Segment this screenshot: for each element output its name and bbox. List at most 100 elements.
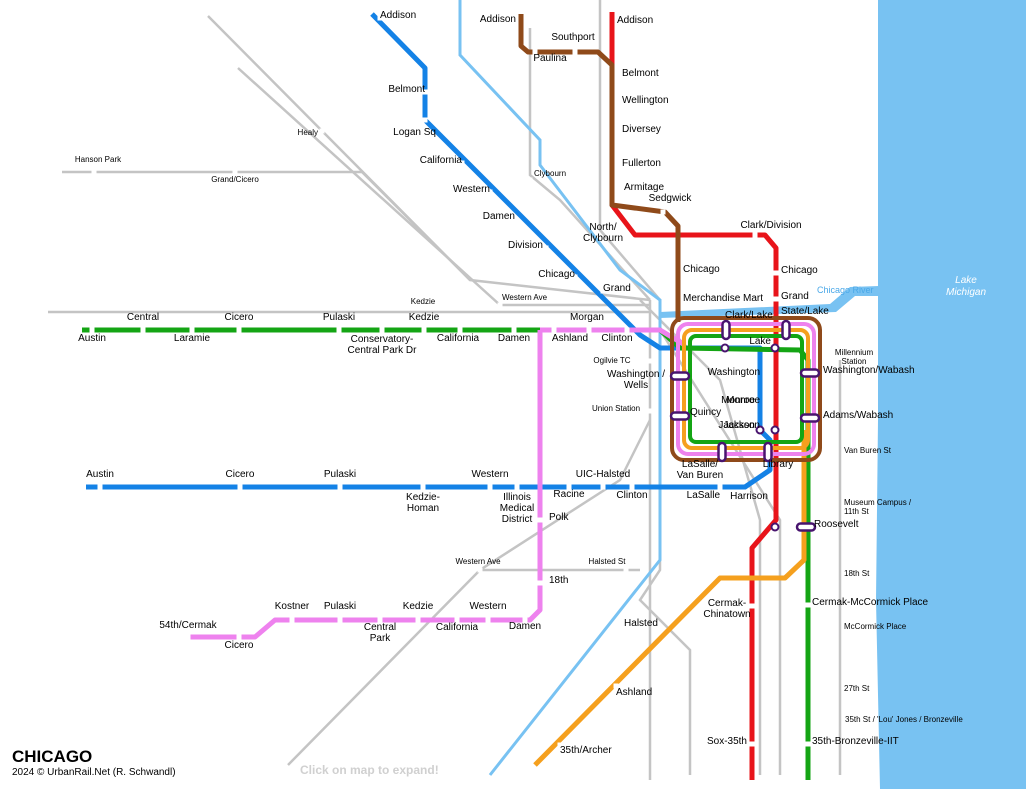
station-label-loop-lasalle-van-buren[interactable]: LaSalle/Van Buren	[677, 459, 724, 481]
station-label-metra-ogilvie[interactable]: Ogilvie TC	[593, 356, 630, 365]
station-label-brown-paulina[interactable]: Paulina	[533, 53, 567, 64]
station-label-pink-kostner[interactable]: Kostner	[275, 601, 310, 612]
station-label-pink-damen[interactable]: Damen	[509, 621, 541, 632]
station-label-metra-union-station[interactable]: Union Station	[592, 404, 640, 413]
station-label-loop-quincy[interactable]: Quincy	[690, 407, 721, 418]
station-label-blue-chicago[interactable]: Chicago	[538, 269, 575, 280]
station-label-metra-halsted-st[interactable]: Halsted St	[589, 557, 627, 566]
transfer-connector[interactable]	[799, 413, 821, 423]
orange-line[interactable]	[533, 430, 807, 767]
station-label-brown-chicago[interactable]: Chicago	[683, 264, 720, 275]
station-label-red-monroe[interactable]: Monroe	[721, 395, 755, 406]
station-label-pink-54th-cermak[interactable]: 54th/Cermak	[159, 620, 217, 631]
station-label-green-kedzie[interactable]: Kedzie	[409, 312, 440, 323]
transfer-connector[interactable]	[669, 411, 691, 421]
transfer-connector[interactable]	[717, 441, 727, 463]
station-label-red-belmont[interactable]: Belmont	[622, 68, 659, 79]
station-label-green-morgan[interactable]: Morgan	[570, 312, 604, 323]
station-label-brown-southport[interactable]: Southport	[551, 32, 595, 43]
station-label-metra-clybourn[interactable]: Clybourn	[534, 169, 566, 178]
station-label-red-diversey[interactable]: Diversey	[622, 124, 661, 135]
station-label-blue-addison[interactable]: Addison	[380, 10, 416, 21]
red-line[interactable]	[609, 12, 779, 780]
loop-green[interactable]	[688, 334, 804, 444]
loop-pink[interactable]	[676, 322, 816, 456]
station-label-green-cicero[interactable]: Cicero	[225, 312, 254, 323]
transfer-connector[interactable]	[781, 319, 791, 341]
station-label-blue-division[interactable]: Division	[508, 240, 543, 251]
station-label-brown-armitage[interactable]: Armitage	[624, 182, 664, 193]
station-label-green-laramie[interactable]: Laramie	[174, 333, 211, 344]
station-label-blue-lasalle[interactable]: LaSalle	[687, 490, 721, 501]
pink-line[interactable]	[186, 330, 543, 640]
loop-orange[interactable]	[682, 328, 810, 450]
station-label-loop-state-lake[interactable]: State/Lake	[781, 306, 829, 317]
station-label-metra-grand-cicero[interactable]: Grand/Cicero	[211, 175, 259, 184]
station-label-red-fullerton[interactable]: Fullerton	[622, 158, 661, 169]
station-label-blue-california[interactable]: California	[420, 155, 463, 166]
station-label-red-addison[interactable]: Addison	[617, 15, 653, 26]
station-label-blue-pulaski[interactable]: Pulaski	[324, 469, 356, 480]
station-label-metra-hanson-park[interactable]: Hanson Park	[75, 155, 122, 164]
station-label-orange-ashland[interactable]: Ashland	[616, 687, 652, 698]
transfer-connector[interactable]	[763, 441, 773, 463]
station-label-blue-clark-lake[interactable]: Clark/Lake	[725, 310, 773, 321]
station-label-blue-grand[interactable]: Grand	[603, 283, 631, 294]
station-label-green-35th-bronzeville[interactable]: 35th-Bronzeville-IIT	[812, 736, 899, 747]
station-label-blue-austin[interactable]: Austin	[86, 469, 114, 480]
transfer-connector[interactable]	[669, 371, 691, 381]
station-label-metra-museum-campus[interactable]: Museum Campus /11th St	[844, 498, 912, 516]
station-label-red-wellington[interactable]: Wellington	[622, 95, 669, 106]
station-label-blue-clinton[interactable]: Clinton	[616, 490, 647, 501]
station-label-blue-cicero[interactable]: Cicero	[226, 469, 255, 480]
station-label-metra-kedzie[interactable]: Kedzie	[411, 297, 436, 306]
station-label-blue-jackson[interactable]: Jackson	[723, 420, 760, 431]
station-label-red-sox-35th[interactable]: Sox-35th	[707, 736, 747, 747]
station-label-green-cermak-mccormick[interactable]: Cermak-McCormick Place	[812, 597, 929, 608]
station-label-green-pulaski[interactable]: Pulaski	[323, 312, 355, 323]
station-label-metra-van-buren[interactable]: Van Buren St	[844, 446, 892, 455]
station-label-brown-merchandise-mart[interactable]: Merchandise Mart	[683, 293, 763, 304]
loop-brown[interactable]	[670, 316, 822, 462]
station-label-brown-addison[interactable]: Addison	[480, 14, 516, 25]
expand-hint[interactable]: Click on map to expand!	[300, 763, 439, 777]
station-label-green-ashland[interactable]: Ashland	[552, 333, 588, 344]
station-label-green-central[interactable]: Central	[127, 312, 159, 323]
station-label-pink-18th[interactable]: 18th	[549, 575, 568, 586]
station-label-metra-western-ave[interactable]: Western Ave	[502, 293, 548, 302]
station-label-blue-racine[interactable]: Racine	[553, 489, 585, 500]
station-label-green-austin[interactable]: Austin	[78, 333, 106, 344]
station-label-red-jackson[interactable]: Jackson	[718, 420, 755, 431]
station-label-blue-western-s[interactable]: Western	[471, 469, 508, 480]
station-label-red-chicago[interactable]: Chicago	[781, 265, 818, 276]
station-label-pink-pulaski[interactable]: Pulaski	[324, 601, 356, 612]
station-label-pink-california[interactable]: California	[436, 622, 479, 633]
station-label-pink-kedzie[interactable]: Kedzie	[403, 601, 434, 612]
station-label-loop-washington-wabash[interactable]: Washington/Wabash	[823, 365, 915, 376]
station-label-green-damen[interactable]: Damen	[498, 333, 530, 344]
station-label-loop-adams-wabash[interactable]: Adams/Wabash	[823, 410, 893, 421]
station-label-blue-uic-halsted[interactable]: UIC-Halsted	[576, 469, 630, 480]
station-label-loop-washington-wells[interactable]: Washington /Wells	[607, 369, 665, 391]
station-label-red-grand[interactable]: Grand	[781, 291, 809, 302]
station-label-metra-healy[interactable]: Healy	[298, 128, 318, 137]
transfer-connector[interactable]	[799, 368, 821, 378]
station-label-red-lake[interactable]: Lake	[749, 336, 771, 347]
blue-line-north[interactable]	[86, 12, 773, 490]
station-label-blue-belmont[interactable]: Belmont	[388, 84, 425, 95]
station-label-loop-library[interactable]: Library	[763, 459, 794, 470]
station-label-metra-35th-lou-jones[interactable]: 35th St / 'Lou' Jones / Bronzeville	[845, 715, 963, 724]
station-label-red-cermak-chinatown[interactable]: Cermak-Chinatown	[703, 598, 750, 620]
station-label-red-harrison[interactable]: Harrison	[730, 491, 768, 502]
station-label-green-clinton[interactable]: Clinton	[601, 333, 632, 344]
station-label-pink-cicero[interactable]: Cicero	[225, 640, 254, 651]
station-label-red-north-clybourn[interactable]: North/Clybourn	[583, 222, 623, 244]
station-label-blue-monroe[interactable]: Monroe	[726, 395, 760, 406]
station-label-red-clark-division[interactable]: Clark/Division	[740, 220, 801, 231]
station-label-blue-damen[interactable]: Damen	[483, 211, 515, 222]
station-label-pink-western[interactable]: Western	[469, 601, 506, 612]
station-label-blue-logan-sq[interactable]: Logan Sq	[393, 127, 436, 138]
